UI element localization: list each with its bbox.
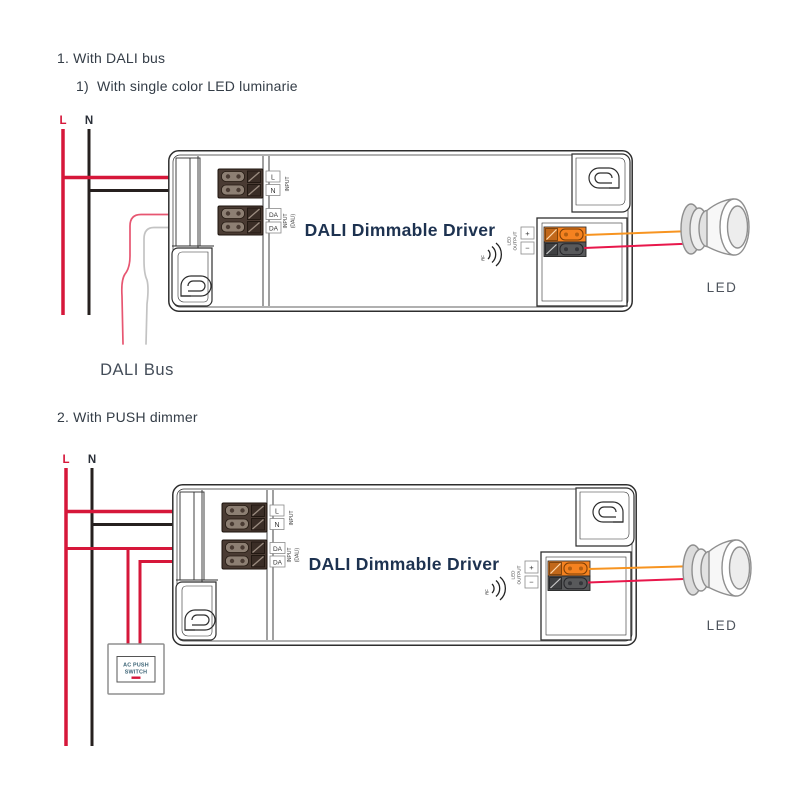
diagram1-with-dali-bus: L N DALI Bus LED <box>59 115 750 379</box>
diagram2-with-push-dimmer: L N AC PUSH SWITCH LED <box>62 454 752 746</box>
dali-bus-label: DALI Bus <box>100 361 174 379</box>
led-luminaire-1 <box>680 198 750 256</box>
led-caption-1: LED <box>707 280 738 295</box>
switch-label-line1: AC PUSH <box>123 663 149 669</box>
dali-bus-wire-minus <box>143 226 241 345</box>
neutral-line-label: N <box>85 115 93 127</box>
live-line-label: L <box>62 454 69 466</box>
neutral-line-label: N <box>88 454 96 466</box>
dali-driver-2 <box>172 484 637 646</box>
switch-indicator <box>131 676 141 679</box>
led-wire-minus <box>583 242 693 249</box>
section2-heading: 2. With PUSH dimmer <box>57 409 198 425</box>
dali-bus-wire-plus <box>120 213 241 345</box>
led-wire-minus <box>587 577 699 584</box>
switch-label-line2: SWITCH <box>125 670 147 676</box>
section1-heading: 1. With DALI bus <box>57 50 166 66</box>
led-wire-plus <box>587 565 699 570</box>
live-line-label: L <box>59 115 66 127</box>
led-wire-plus <box>583 230 693 236</box>
ac-push-switch: AC PUSH SWITCH <box>107 643 165 695</box>
section1-subheading: 1) With single color LED luminarie <box>76 78 298 94</box>
led-caption-2: LED <box>707 618 738 633</box>
dali-driver-1 <box>168 150 633 312</box>
led-luminaire-2 <box>682 539 752 597</box>
